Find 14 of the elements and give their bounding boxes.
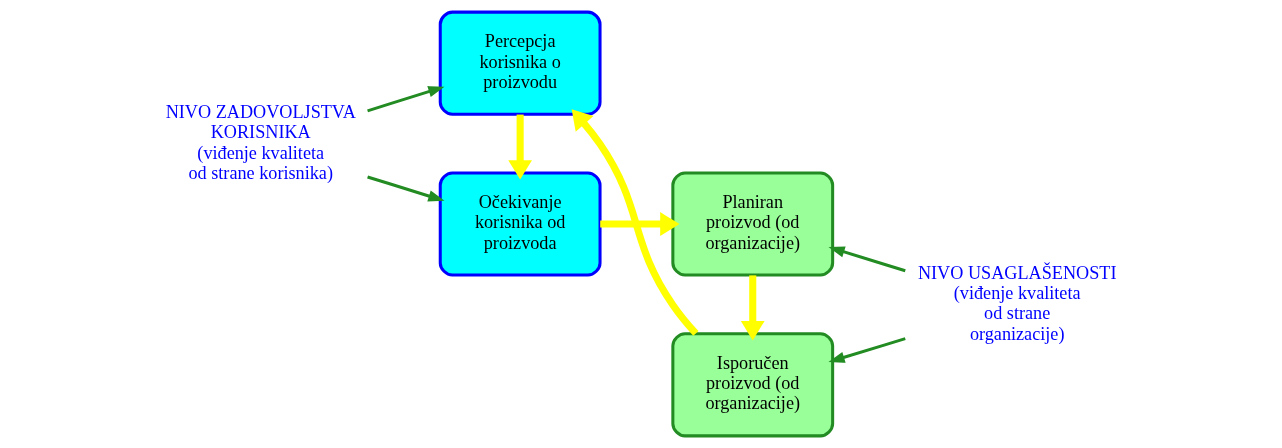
node-box: Planiran proizvod (od organizacije) — [670, 171, 834, 277]
arrow — [599, 212, 680, 236]
arrow — [827, 246, 906, 273]
node-box: Isporučen proizvod (od organizacije) — [670, 332, 834, 438]
arrow — [507, 114, 532, 180]
arrow — [366, 86, 444, 113]
arrow — [366, 175, 444, 202]
node-box: Očekivanje korisnika od proizvoda — [438, 171, 602, 277]
node-text: NIVO USAGLAŠENOSTI (viđenje kvaliteta od strane organizacije) — [917, 263, 1116, 344]
node-box: Percepcja korisnika o proizvodu — [438, 10, 602, 116]
arrow — [740, 275, 765, 341]
node-text: NIVO ZADOVOLJSTVA KORISNIKA (viđenje kvaliteta od strane korisnika) — [165, 102, 356, 183]
arrow — [571, 109, 698, 336]
arrow — [827, 337, 906, 363]
